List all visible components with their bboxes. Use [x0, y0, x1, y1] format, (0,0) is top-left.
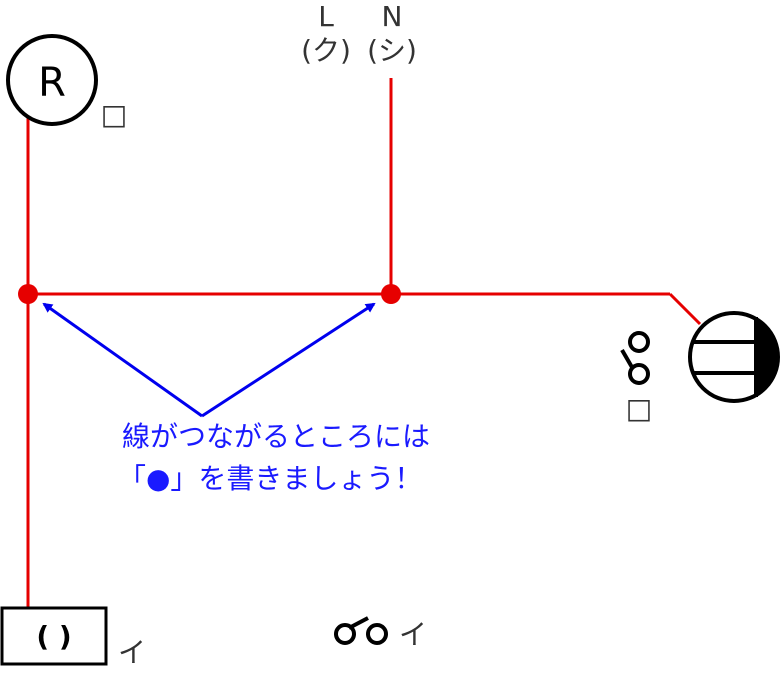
lamp-symbol-text: R — [38, 60, 66, 106]
terminal-n-label: N — [382, 0, 403, 33]
terminal-n-sub: (シ) — [367, 34, 417, 67]
receptacle-icon — [688, 311, 780, 403]
wire-to-outlet — [668, 292, 702, 326]
note-line-2: 「●」を書きましょう！ — [118, 462, 422, 495]
switch-lower-tag: イ — [399, 618, 427, 651]
wires — [26, 78, 702, 608]
switch-icon — [620, 331, 650, 385]
junction-dot-icon — [381, 284, 401, 304]
outlet-symbol-text: ( ) — [36, 620, 71, 653]
arrow-left — [42, 302, 203, 418]
outlet-tag: イ — [118, 636, 146, 669]
lamp-r-icon: R — [6, 34, 98, 126]
terminal-l-label: L — [318, 0, 334, 33]
switch-icon — [334, 616, 388, 645]
annotation-arrows — [42, 302, 376, 418]
junction-dot-icon — [18, 284, 38, 304]
note-line-1: 線がつながるところには — [122, 420, 430, 453]
terminal-l-sub: (ク) — [301, 34, 351, 67]
arrow-right — [201, 302, 376, 418]
lamp-tag: □ — [101, 98, 127, 131]
switch-right-tag: □ — [626, 392, 652, 425]
receptacle-icon: ( ) — [0, 606, 108, 666]
